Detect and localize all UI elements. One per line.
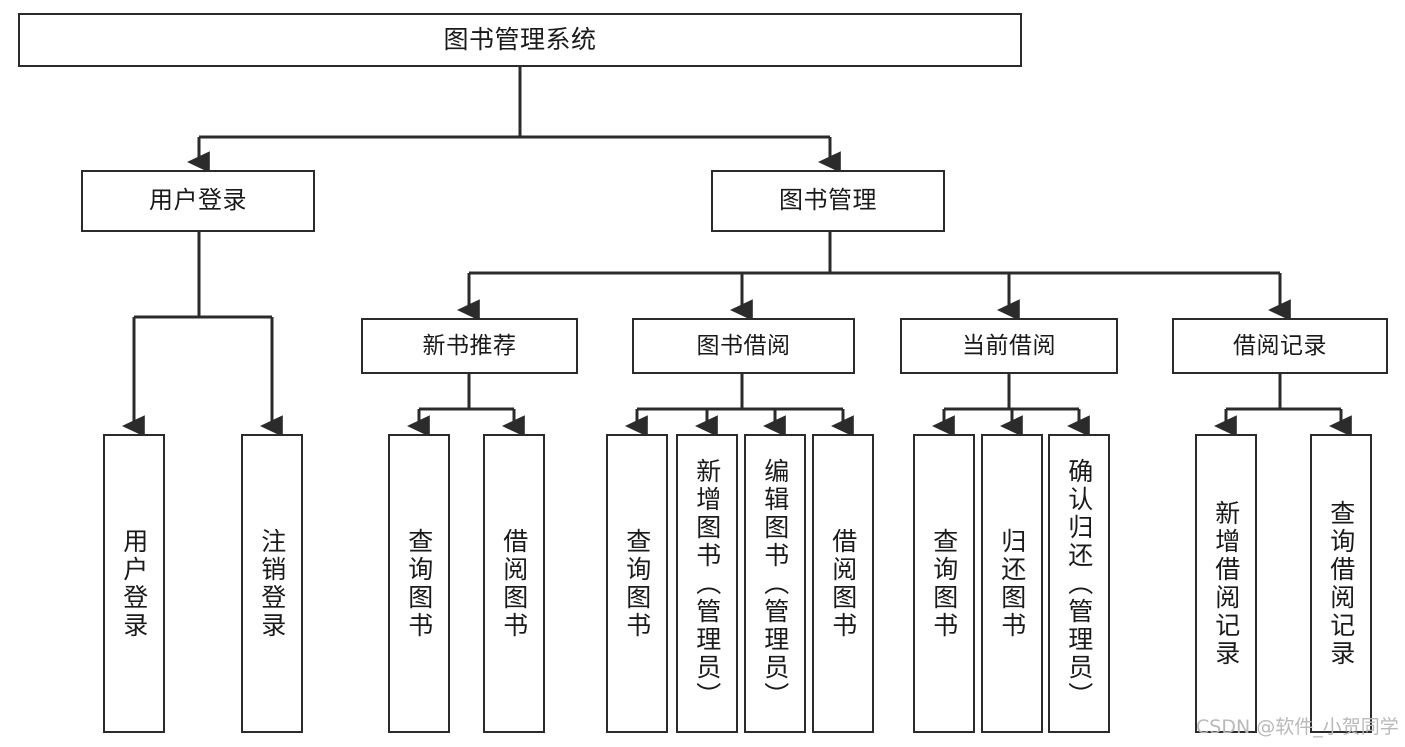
- node-borrow-record[interactable]: 借阅记录: [1172, 318, 1388, 374]
- leaf-add-borrow-record-label: 新增借阅记录: [1211, 499, 1241, 668]
- leaf-logout[interactable]: 注销登录: [241, 434, 303, 733]
- leaf-borrow-book[interactable]: 借阅图书: [812, 434, 874, 733]
- node-user-login[interactable]: 用户登录: [81, 170, 315, 232]
- leaf-query-book-current-label: 查询图书: [929, 527, 959, 640]
- leaf-query-book-current[interactable]: 查询图书: [913, 434, 975, 733]
- node-book-management-label: 图书管理: [779, 186, 877, 215]
- node-book-borrow-label: 图书借阅: [696, 332, 791, 359]
- node-book-borrow[interactable]: 图书借阅: [632, 318, 855, 374]
- leaf-confirm-return-admin[interactable]: 确认归还（管理员）: [1048, 434, 1110, 733]
- node-new-book-recommend[interactable]: 新书推荐: [361, 318, 578, 374]
- csdn-watermark: CSDN @软件_小贺同学: [1196, 716, 1399, 738]
- leaf-add-book-admin[interactable]: 新增图书（管理员）: [676, 434, 738, 733]
- leaf-logout-label: 注销登录: [257, 527, 287, 640]
- node-current-borrow-label: 当前借阅: [962, 332, 1056, 359]
- leaf-query-book-rec-label: 查询图书: [404, 527, 434, 640]
- node-root-label: 图书管理系统: [443, 24, 597, 54]
- leaf-return-book-label: 归还图书: [997, 527, 1027, 640]
- leaf-add-borrow-record[interactable]: 新增借阅记录: [1195, 434, 1257, 733]
- node-root-book-management-system[interactable]: 图书管理系统: [18, 13, 1022, 67]
- leaf-edit-book-admin-label: 编辑图书（管理员）: [760, 457, 790, 710]
- leaf-return-book[interactable]: 归还图书: [981, 434, 1043, 733]
- node-current-borrow[interactable]: 当前借阅: [900, 318, 1118, 374]
- leaf-query-borrow-record[interactable]: 查询借阅记录: [1310, 434, 1372, 733]
- node-book-management[interactable]: 图书管理: [711, 170, 945, 232]
- node-new-book-recommend-label: 新书推荐: [422, 332, 517, 359]
- leaf-edit-book-admin[interactable]: 编辑图书（管理员）: [744, 434, 806, 733]
- leaf-user-login[interactable]: 用户登录: [103, 434, 165, 733]
- leaf-confirm-return-admin-label: 确认归还（管理员）: [1064, 457, 1094, 710]
- leaf-borrow-book-rec-label: 借阅图书: [499, 527, 529, 640]
- leaf-add-book-admin-label: 新增图书（管理员）: [692, 457, 722, 710]
- leaf-borrow-book-rec[interactable]: 借阅图书: [483, 434, 545, 733]
- leaf-query-book-borrow[interactable]: 查询图书: [606, 434, 668, 733]
- leaf-user-login-label: 用户登录: [119, 527, 149, 640]
- leaf-query-book-borrow-label: 查询图书: [622, 527, 652, 640]
- leaf-borrow-book-label: 借阅图书: [828, 527, 858, 640]
- node-user-login-label: 用户登录: [149, 186, 247, 215]
- leaf-query-book-rec[interactable]: 查询图书: [388, 434, 450, 733]
- leaf-query-borrow-record-label: 查询借阅记录: [1326, 499, 1356, 668]
- node-borrow-record-label: 借阅记录: [1233, 332, 1327, 359]
